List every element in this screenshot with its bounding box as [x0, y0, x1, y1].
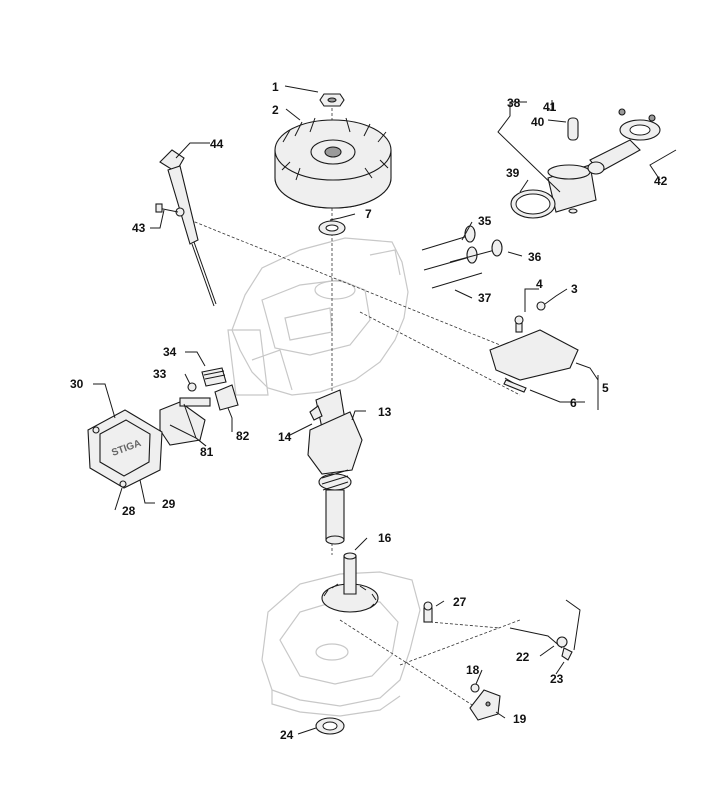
engine-block-outline — [227, 237, 409, 396]
washer — [318, 220, 346, 236]
callout-27: 27 — [453, 595, 467, 609]
callout-44: 44 — [210, 137, 224, 151]
leader-lines — [93, 85, 677, 735]
callout-labels: 1 2 7 44 43 38 41 40 39 42 35 36 37 4 3 … — [70, 80, 668, 742]
linkage-rod — [509, 599, 581, 661]
governor-arm — [469, 683, 501, 721]
governor-bracket — [489, 301, 579, 393]
piston-icon — [510, 108, 661, 219]
callout-19: 19 — [513, 712, 527, 726]
callout-41: 41 — [543, 100, 557, 114]
callout-2: 2 — [272, 103, 279, 117]
bottom-washer — [315, 717, 345, 735]
callout-35: 35 — [478, 214, 492, 228]
callout-1: 1 — [272, 80, 279, 94]
callout-42: 42 — [654, 174, 668, 188]
callout-24: 24 — [280, 728, 294, 742]
callout-38: 38 — [507, 96, 521, 110]
callout-33: 33 — [153, 367, 167, 381]
flywheel-nut — [319, 93, 345, 107]
callout-6: 6 — [570, 396, 577, 410]
callout-36: 36 — [528, 250, 542, 264]
callout-82: 82 — [236, 429, 250, 443]
crankshaft-icon — [307, 389, 363, 545]
bolt-27 — [423, 601, 433, 623]
callout-34: 34 — [163, 345, 177, 359]
callout-30: 30 — [70, 377, 84, 391]
callout-23: 23 — [550, 672, 564, 686]
rocker-assembly — [159, 367, 239, 446]
valve-cover-icon: STIGA — [87, 409, 163, 489]
callout-4: 4 — [536, 277, 543, 291]
valves — [421, 225, 503, 289]
callout-7: 7 — [365, 207, 372, 221]
callout-28: 28 — [122, 504, 136, 518]
callout-39: 39 — [506, 166, 520, 180]
crankcase-outline — [261, 571, 421, 717]
callout-29: 29 — [162, 497, 176, 511]
callout-16: 16 — [378, 531, 392, 545]
flywheel-icon — [274, 117, 392, 209]
callout-43: 43 — [132, 221, 146, 235]
callout-13: 13 — [378, 405, 392, 419]
dipstick-tube — [155, 149, 217, 307]
callout-18: 18 — [466, 663, 480, 677]
callout-40: 40 — [531, 115, 545, 129]
callout-37: 37 — [478, 291, 492, 305]
callout-5: 5 — [602, 381, 609, 395]
callout-22: 22 — [516, 650, 530, 664]
camshaft — [321, 552, 379, 613]
callout-3: 3 — [571, 282, 578, 296]
callout-81: 81 — [200, 445, 214, 459]
callout-14: 14 — [278, 430, 292, 444]
